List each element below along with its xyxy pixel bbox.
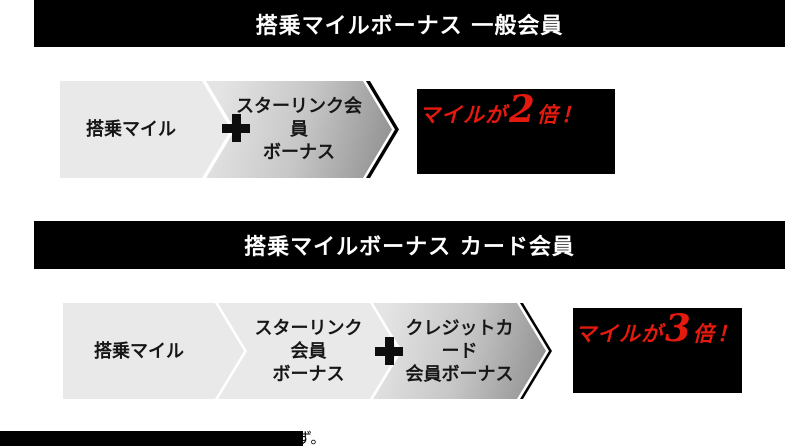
step-chevron-boarding-miles-card: 搭乗マイル: [63, 303, 244, 399]
footnote-text: ず。: [297, 429, 326, 446]
result-box-card: マイルが 3 倍！: [573, 308, 742, 393]
result-text-general: マイルが 2 倍！: [419, 91, 585, 131]
step-chevron-starlink-bonus-card: スターリンク会員 ボーナス: [218, 303, 399, 399]
result-suffix: 倍！: [536, 102, 585, 127]
result-suffix: 倍！: [692, 321, 741, 346]
step-chevron-boarding-miles-general: 搭乗マイル: [60, 81, 231, 178]
step-label: クレジットカード 会員ボーナス: [405, 317, 514, 385]
result-prefix: マイルが: [575, 321, 663, 346]
step-label: 搭乗マイル: [86, 119, 176, 140]
step-chevron-credit-card-bonus: クレジットカード 会員ボーナス: [373, 303, 546, 399]
step-label: スターリンク会員 ボーナス: [254, 317, 363, 385]
section-title-card: 搭乗マイルボーナス カード会員: [244, 234, 575, 260]
section-title-bar-card: 搭乗マイルボーナス カード会員: [34, 221, 785, 269]
plus-icon: [375, 337, 403, 365]
result-text-card: マイルが 3 倍！: [575, 310, 741, 350]
section-title-general: 搭乗マイルボーナス 一般会員: [255, 12, 564, 39]
step-label: スターリンク会員 ボーナス: [236, 96, 362, 163]
result-prefix: マイルが: [419, 102, 507, 127]
result-multiplier: 2: [509, 87, 535, 131]
result-multiplier: 3: [665, 306, 691, 350]
step-label: 搭乗マイル: [94, 340, 184, 362]
section-title-bar-general: 搭乗マイルボーナス 一般会員: [34, 0, 785, 47]
plus-icon-bar: [232, 114, 241, 142]
result-box-general: マイルが 2 倍！: [417, 89, 615, 174]
plus-icon: [222, 114, 250, 142]
plus-icon-bar: [385, 337, 394, 365]
footnote-redaction-bar: [0, 431, 303, 446]
